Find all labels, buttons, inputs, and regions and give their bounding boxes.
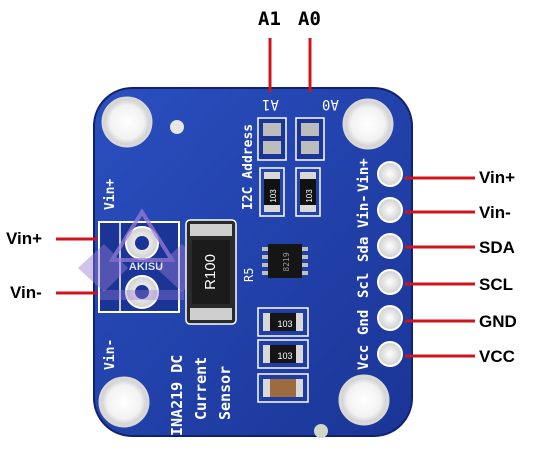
watermark-text: AKISU xyxy=(129,261,163,273)
resistor-code: 103 xyxy=(269,189,278,203)
callout-vin-plus-right: Vin+ xyxy=(479,168,516,187)
screw-terminal xyxy=(98,221,180,313)
resistor-code: 103 xyxy=(277,319,292,329)
via-pad xyxy=(170,120,184,134)
shunt-resistor xyxy=(185,219,237,325)
silk-title-line3: Sensor xyxy=(216,366,234,420)
shunt-label: R100 xyxy=(202,254,219,290)
smd-resistors xyxy=(257,307,309,403)
header-silk-labels: Vin+ Vin- Sda Scl Gnd Vcc xyxy=(356,158,372,370)
callout-sda: SDA xyxy=(479,238,515,257)
callout-vin-minus-right: Vin- xyxy=(479,203,511,222)
wire-group xyxy=(56,38,475,358)
mounting-hole-top-left xyxy=(101,96,153,148)
silk-pin-sda: Sda xyxy=(356,237,372,262)
callout-vin-minus-left: Vin- xyxy=(10,283,42,302)
silk-title-line1: INA219 DC xyxy=(168,355,186,436)
address-jumpers xyxy=(257,117,325,161)
callout-a1: A1 xyxy=(258,8,281,30)
ina219-chip xyxy=(262,244,308,278)
silk-a1: A1 xyxy=(262,96,279,112)
callout-vcc: VCC xyxy=(479,347,515,366)
mounting-hole-top-right xyxy=(342,98,394,150)
silk-pin-scl: Scl xyxy=(356,273,372,298)
silk-terminal-vin-plus: Vin+ xyxy=(103,179,118,210)
silk-pin-vcc: Vcc xyxy=(356,345,372,370)
mounting-hole-bottom-right xyxy=(338,374,390,426)
pcb-board xyxy=(93,87,413,437)
silk-title-line2: Current xyxy=(192,357,210,420)
silk-a0: A0 xyxy=(322,96,339,112)
via-pad xyxy=(314,424,328,438)
silk-pin-vin-plus: Vin+ xyxy=(356,158,372,192)
header-pins xyxy=(377,161,403,367)
mounting-hole-bottom-left xyxy=(98,376,150,428)
silk-i2c-address: I2C Address xyxy=(241,124,256,210)
silk-r5: R5 xyxy=(242,268,256,282)
callout-vin-plus-left: Vin+ xyxy=(6,229,43,248)
resistor-code: 103 xyxy=(305,189,314,203)
callout-scl: SCL xyxy=(479,275,513,294)
resistor-code: 103 xyxy=(277,351,292,361)
silk-pin-vin-minus: Vin- xyxy=(356,194,372,228)
resistor-pair xyxy=(259,167,321,217)
callout-gnd: GND xyxy=(479,312,517,331)
silk-pin-gnd: Gnd xyxy=(356,310,372,335)
silk-terminal-vin-minus: Vin- xyxy=(103,339,118,370)
chip-marking: 8219 xyxy=(282,252,291,271)
callout-a0: A0 xyxy=(298,8,321,30)
